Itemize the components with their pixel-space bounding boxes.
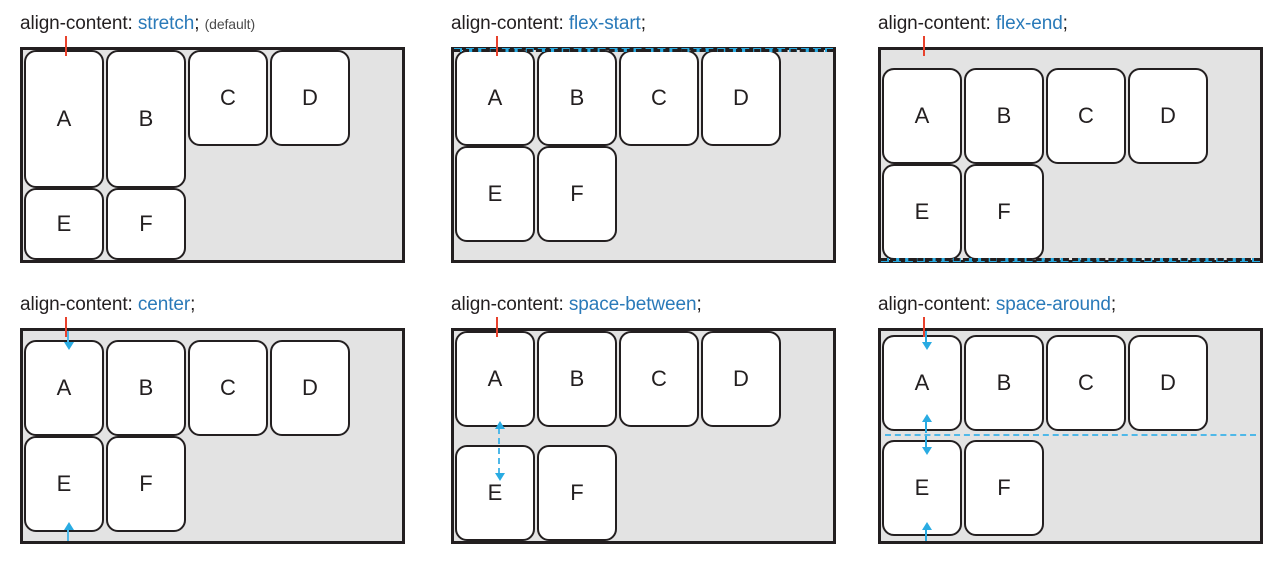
example-space-between: align-content: space-between; A B C D E … bbox=[451, 294, 851, 544]
flex-item: E bbox=[24, 187, 104, 260]
flex-item: F bbox=[106, 187, 186, 260]
example-flex-end: align-content: flex-end; A B C D E F bbox=[878, 13, 1278, 263]
caption-value: flex-end bbox=[995, 13, 1063, 34]
caption-value: center bbox=[137, 294, 191, 315]
flex-item: B bbox=[537, 49, 617, 146]
example-stretch: align-content: stretch; (default) A B C … bbox=[20, 13, 420, 263]
caption-semicolon: ; bbox=[1110, 294, 1117, 315]
flex-item: F bbox=[964, 163, 1044, 260]
caption-property: align-content: bbox=[20, 294, 133, 315]
flex-item: B bbox=[106, 339, 186, 436]
example-flex-start: align-content: flex-start; A B C D E F bbox=[451, 13, 851, 263]
flex-item: D bbox=[1128, 67, 1208, 164]
red-tick-marker bbox=[496, 36, 498, 56]
flex-item: D bbox=[270, 49, 350, 146]
flex-item: F bbox=[537, 145, 617, 242]
guide-line-cyan-middle bbox=[885, 433, 1256, 436]
caption-center: align-content: center; bbox=[20, 294, 420, 316]
flex-item: F bbox=[106, 435, 186, 532]
flex-item: E bbox=[24, 435, 104, 532]
caption-property: align-content: bbox=[878, 294, 991, 315]
caption-value: space-around bbox=[995, 294, 1111, 315]
flex-item: B bbox=[537, 330, 617, 427]
example-space-around: align-content: space-around; A B C D E F bbox=[878, 294, 1278, 544]
caption-semicolon: ; bbox=[1062, 13, 1068, 34]
flex-container-stretch: A B C D E F bbox=[20, 46, 405, 263]
flex-container-space-between: A B C D E F bbox=[451, 327, 836, 544]
caption-flex-start: align-content: flex-start; bbox=[451, 13, 851, 35]
red-tick-marker bbox=[65, 36, 67, 56]
caption-semicolon: ; bbox=[194, 13, 200, 34]
flex-item: A bbox=[882, 67, 962, 164]
flex-item: C bbox=[619, 49, 699, 146]
flex-item: E bbox=[455, 444, 535, 541]
caption-flex-end: align-content: flex-end; bbox=[878, 13, 1278, 35]
flex-item: D bbox=[701, 330, 781, 427]
flex-item: F bbox=[537, 444, 617, 541]
flex-container-center: A B C D E F bbox=[20, 327, 405, 544]
caption-semicolon: ; bbox=[640, 13, 646, 34]
red-tick-marker bbox=[923, 36, 925, 56]
flex-item: D bbox=[1128, 335, 1208, 432]
flex-item: D bbox=[701, 49, 781, 146]
flex-item: A bbox=[455, 330, 535, 427]
caption-stretch: align-content: stretch; (default) bbox=[20, 13, 420, 35]
caption-space-between: align-content: space-between; bbox=[451, 294, 851, 316]
red-tick-marker bbox=[65, 317, 67, 337]
red-tick-marker bbox=[923, 317, 925, 337]
flex-item: C bbox=[619, 330, 699, 427]
caption-value: flex-start bbox=[568, 13, 641, 34]
caption-semicolon: ; bbox=[696, 294, 702, 315]
caption-note: (default) bbox=[204, 16, 256, 32]
flex-item: C bbox=[1046, 67, 1126, 164]
flex-container-flex-end: A B C D E F bbox=[878, 46, 1263, 263]
caption-property: align-content: bbox=[451, 13, 564, 34]
flex-item: E bbox=[882, 440, 962, 537]
caption-property: align-content: bbox=[451, 294, 564, 315]
flex-item: C bbox=[188, 49, 268, 146]
red-tick-marker bbox=[496, 317, 498, 337]
flex-item: E bbox=[882, 163, 962, 260]
flex-item: A bbox=[882, 335, 962, 432]
flex-item: A bbox=[24, 49, 104, 188]
example-center: align-content: center; A B C D E F bbox=[20, 294, 420, 544]
caption-semicolon: ; bbox=[190, 294, 196, 315]
caption-property: align-content: bbox=[20, 13, 133, 34]
caption-value: space-between bbox=[568, 294, 697, 315]
flex-container-space-around: A B C D E F bbox=[878, 327, 1263, 544]
flex-item: B bbox=[106, 49, 186, 188]
flex-item: E bbox=[455, 145, 535, 242]
flex-item: B bbox=[964, 335, 1044, 432]
caption-value: stretch bbox=[137, 13, 195, 34]
flex-item: C bbox=[1046, 335, 1126, 432]
flex-item: B bbox=[964, 67, 1044, 164]
flex-container-flex-start: A B C D E F bbox=[451, 46, 836, 263]
flex-item: D bbox=[270, 339, 350, 436]
flex-item: A bbox=[455, 49, 535, 146]
caption-space-around: align-content: space-around; bbox=[878, 294, 1278, 316]
flex-item: F bbox=[964, 440, 1044, 537]
flex-item: C bbox=[188, 339, 268, 436]
flex-item: A bbox=[24, 339, 104, 436]
caption-property: align-content: bbox=[878, 13, 991, 34]
